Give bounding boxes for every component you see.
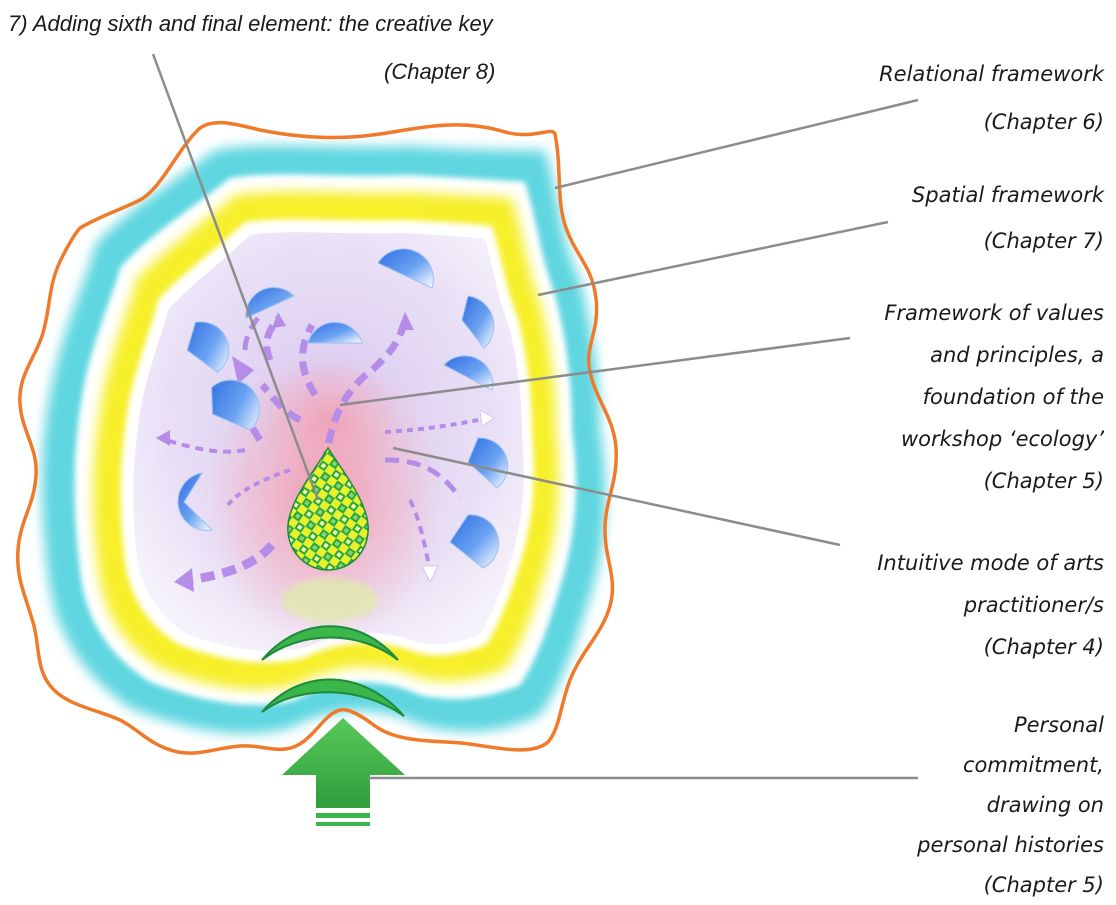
arrow-stripe xyxy=(316,813,370,818)
arrow-heads xyxy=(156,312,495,592)
arrow-path xyxy=(384,457,463,500)
diagram-title: 7) Adding sixth and final element: the c… xyxy=(8,8,493,40)
label-personal-line-2: commitment, xyxy=(963,753,1104,777)
semicircles xyxy=(177,248,509,569)
label-values-line-3: foundation of the xyxy=(922,385,1104,409)
semicircle xyxy=(177,472,214,531)
leader-line-relational xyxy=(554,98,919,190)
label-spatial: Spatial framework (Chapter 7) xyxy=(912,172,1104,264)
leader-line-intuitive xyxy=(392,446,841,547)
arrow-head xyxy=(398,312,414,330)
label-intuitive-line-2: practitioner/s xyxy=(963,593,1104,617)
arrow-head xyxy=(232,356,254,384)
label-spatial-line-2: (Chapter 7) xyxy=(983,229,1104,253)
label-personal-line-4: personal histories xyxy=(917,833,1104,857)
label-relational: Relational framework (Chapter 6) xyxy=(879,50,1104,146)
semicircle xyxy=(461,295,495,349)
label-values-line-1: Framework of values xyxy=(884,301,1104,325)
label-spatial-line-1: Spatial framework xyxy=(911,183,1104,207)
label-values-line-5: (Chapter 5) xyxy=(983,469,1104,493)
label-personal-line-1: Personal xyxy=(1013,713,1104,737)
arrow-path xyxy=(384,416,489,434)
label-intuitive: Intuitive mode of arts practitioner/s (C… xyxy=(877,542,1104,668)
label-personal: Personal commitment, drawing on personal… xyxy=(917,705,1104,905)
arrow-path xyxy=(242,316,260,351)
label-values-line-2: and principles, a xyxy=(930,343,1104,367)
semicircle xyxy=(211,379,260,431)
semicircle xyxy=(186,321,230,373)
arrow-path xyxy=(408,499,432,573)
diagram-title-chapter: (Chapter 8) xyxy=(384,56,495,88)
commitment-arrow xyxy=(282,718,405,808)
pink-glow-upper xyxy=(260,360,400,480)
semicircle xyxy=(467,437,509,489)
semicircle xyxy=(377,248,434,289)
creative-key-droplet xyxy=(287,446,369,571)
arrow-head xyxy=(174,568,194,592)
leader-line-creative-key xyxy=(151,53,320,501)
arrow-path xyxy=(263,316,281,362)
arrow-path xyxy=(299,323,319,397)
orange-outline xyxy=(16,120,618,755)
arrow-path xyxy=(226,468,291,507)
faint-droplet-base xyxy=(282,578,378,622)
label-relational-line-1: Relational framework xyxy=(879,62,1104,86)
arrow-head xyxy=(421,565,439,584)
semicircle xyxy=(307,321,363,344)
arrow-head xyxy=(479,409,495,427)
label-relational-line-2: (Chapter 6) xyxy=(983,110,1104,134)
leader-line-spatial xyxy=(537,220,889,297)
green-arc-lower xyxy=(261,678,405,717)
label-values: Framework of values and principles, a fo… xyxy=(884,292,1104,502)
arrow-path xyxy=(259,382,302,424)
label-intuitive-line-3: (Chapter 4) xyxy=(983,635,1104,659)
arrow-path xyxy=(187,541,276,585)
label-values-line-4: workshop ‘ecology’ xyxy=(900,427,1104,451)
label-personal-line-5: (Chapter 5) xyxy=(983,873,1104,897)
semicircle xyxy=(449,514,500,569)
title-line-2: (Chapter 8) xyxy=(384,59,496,84)
arrow-stripe xyxy=(316,822,370,826)
label-personal-line-3: drawing on xyxy=(986,793,1104,817)
label-intuitive-line-1: Intuitive mode of arts xyxy=(877,551,1104,575)
leader-lines xyxy=(151,53,919,780)
green-arc-upper xyxy=(261,625,399,661)
leader-line-values xyxy=(339,336,851,407)
arrow-head xyxy=(272,312,286,328)
arrow-path xyxy=(321,319,409,466)
title-line-1: 7) Adding sixth and final element: the c… xyxy=(8,11,493,36)
arrow-head xyxy=(156,430,170,446)
